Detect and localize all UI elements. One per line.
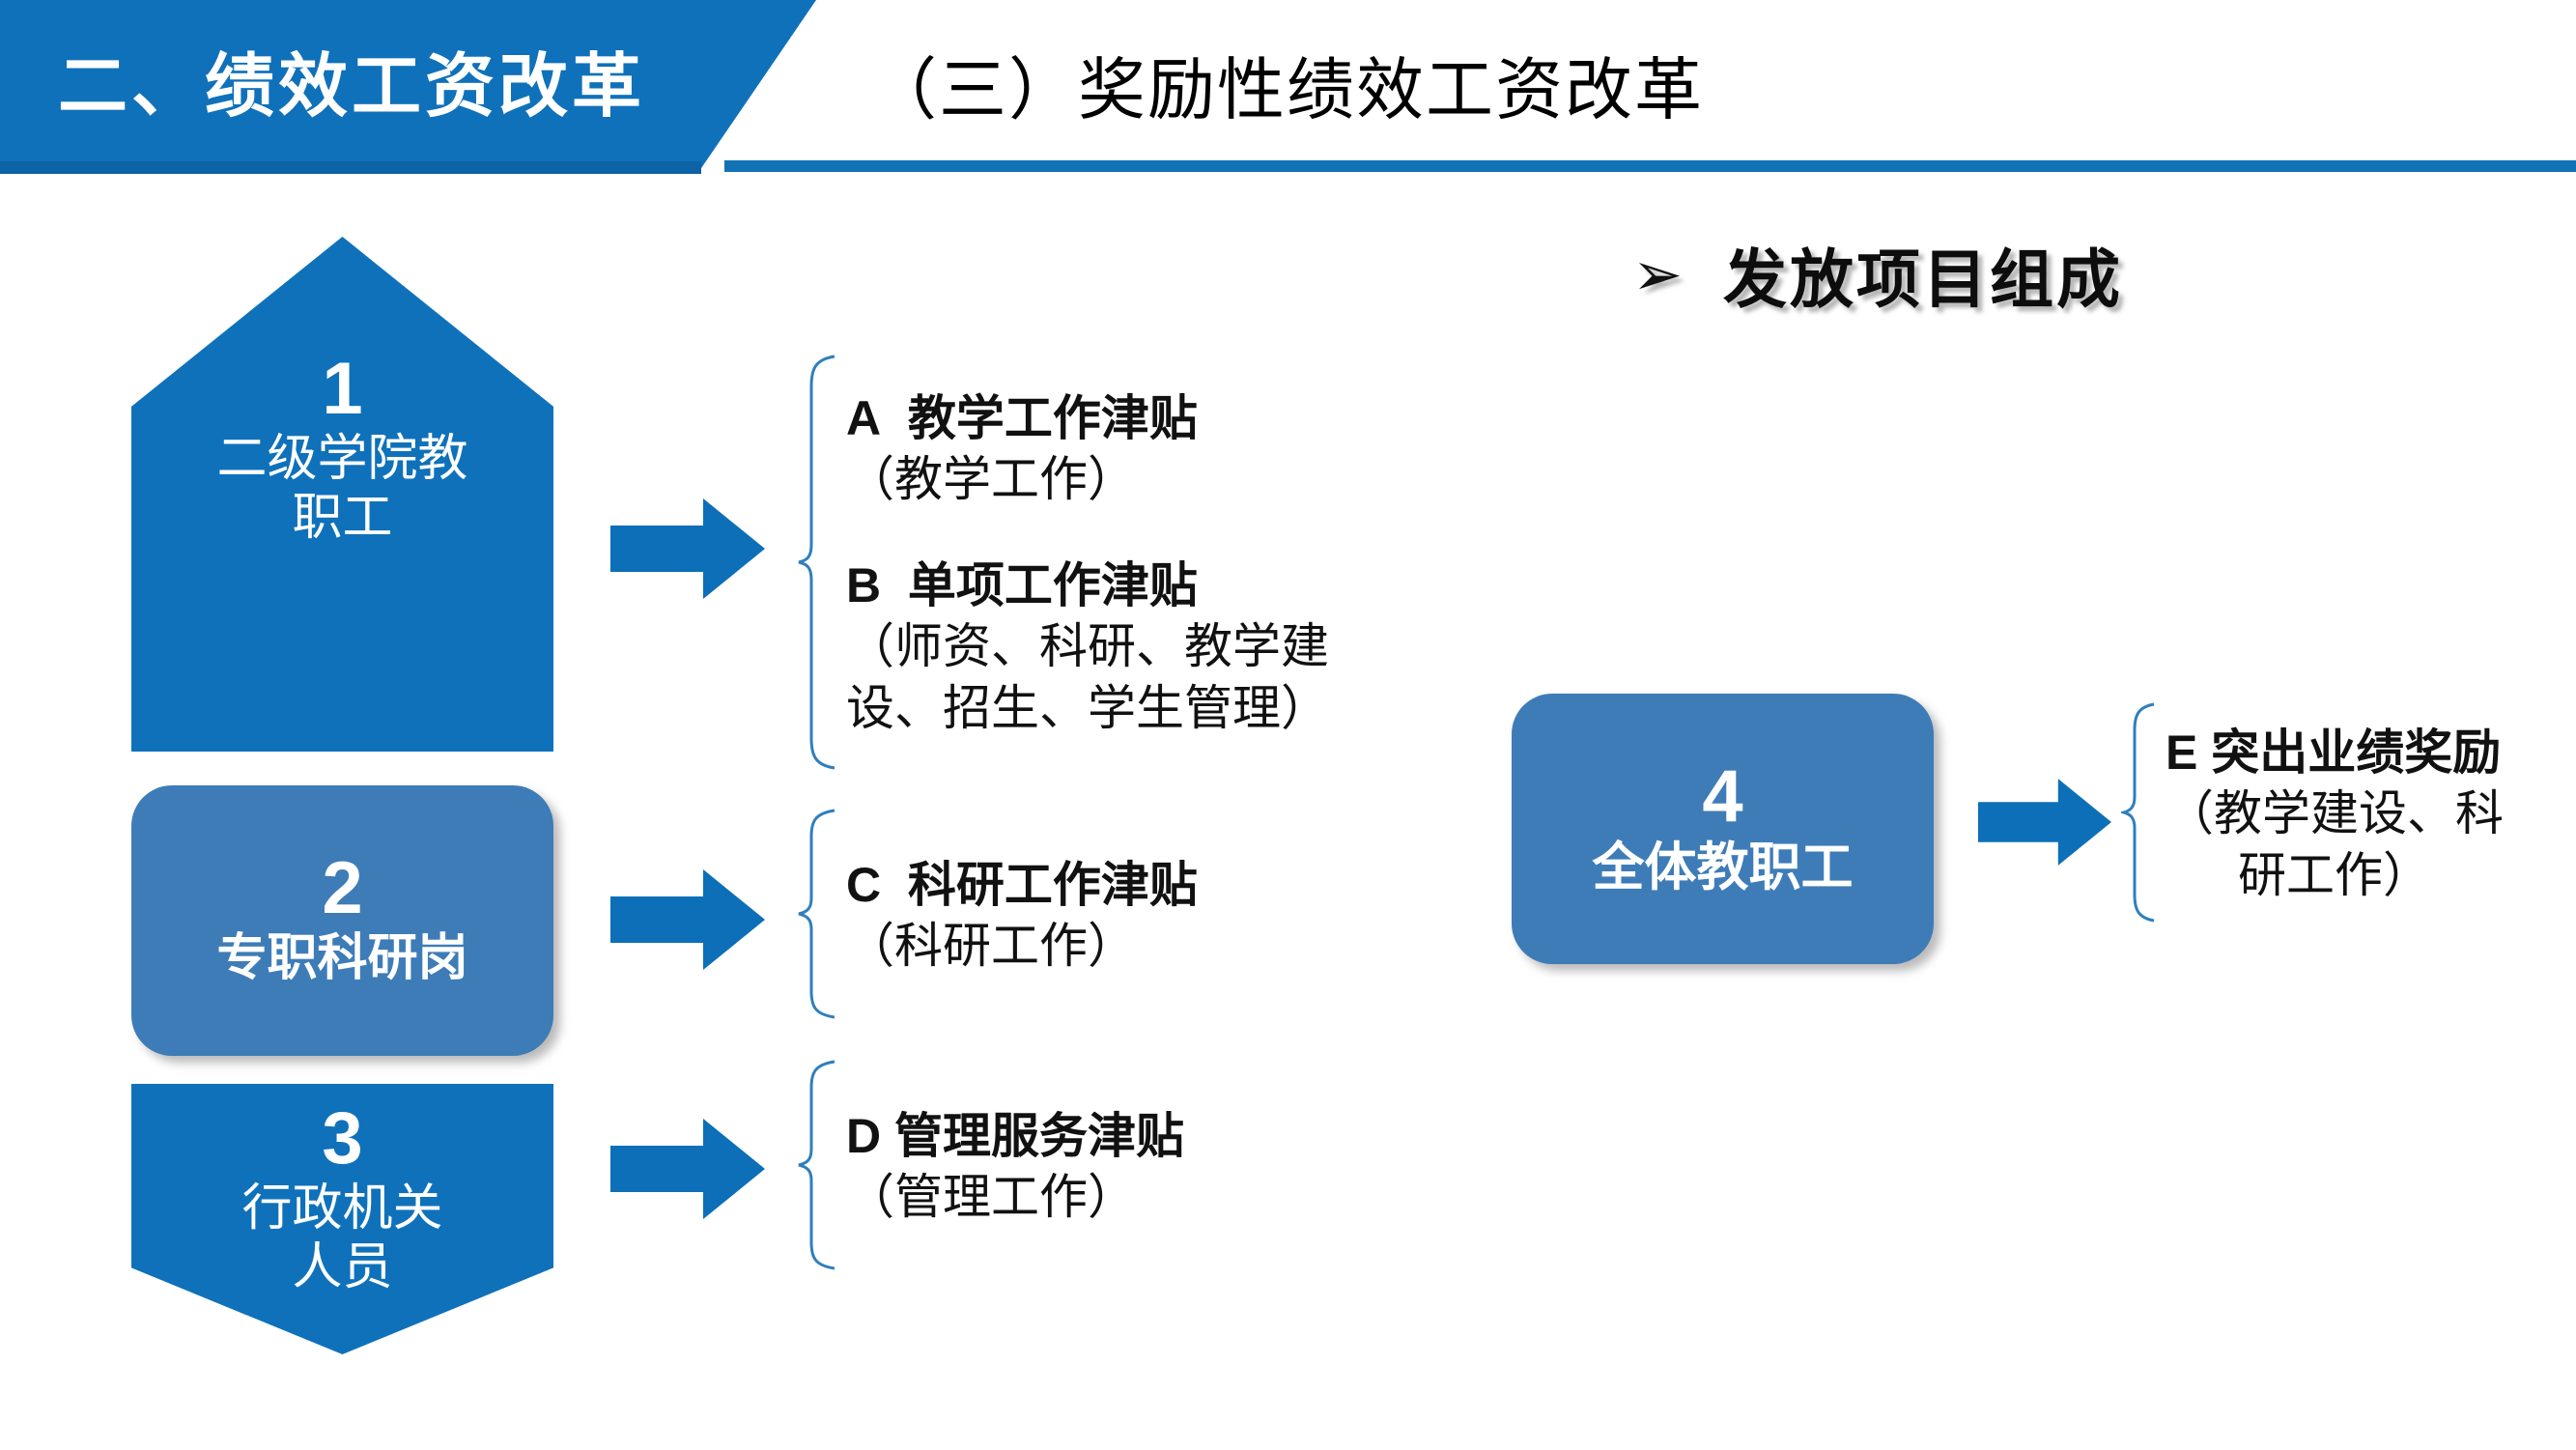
item-A-sub-line-1: （教学工作） <box>846 452 1136 506</box>
group-caption-3: 行政机关 人员 <box>241 1180 443 1295</box>
item-A: A 教学工作津贴 （教学工作） <box>846 389 1329 510</box>
item-A-title: A 教学工作津贴 <box>846 389 1329 448</box>
item-D-title: D 管理服务津贴 <box>846 1107 1184 1166</box>
group-shape-1[interactable]: 1 二级学院教 职工 <box>131 237 553 752</box>
item-B-code: B <box>846 558 882 612</box>
item-C: C 科研工作津贴 （科研工作） <box>846 856 1198 977</box>
item-E-title: E 突出业绩奖励 <box>2166 724 2504 782</box>
curly-brace-icon-3 <box>796 1059 836 1276</box>
group-number-4: 4 <box>1702 754 1743 838</box>
items-group-4: E 突出业绩奖励 （教学建设、科 研工作） <box>2118 701 2504 928</box>
items-list-2: C 科研工作津贴 （科研工作） <box>846 856 1198 977</box>
item-E-sub-line-1: （教学建设、科 <box>2166 785 2504 840</box>
item-C-code: C <box>846 857 882 912</box>
group-caption-4: 全体教职工 <box>1592 838 1854 896</box>
item-D-sub-line-1: （管理工作） <box>846 1169 1136 1224</box>
header-underline-left <box>0 161 701 174</box>
page-title: （三）奖励性绩效工资改革 <box>869 51 1704 128</box>
item-C-title: C 科研工作津贴 <box>846 856 1198 915</box>
right-arrow-icon-2 <box>610 869 765 970</box>
item-D-name: 管理服务津贴 <box>894 1108 1185 1163</box>
item-B-title: B 单项工作津贴 <box>846 556 1329 615</box>
curly-brace-icon-4 <box>2118 701 2156 928</box>
item-A-name: 教学工作津贴 <box>907 391 1198 445</box>
section-heading-label: 发放项目组成 <box>1722 243 2123 315</box>
header-parallelogram <box>0 0 816 174</box>
right-arrow-icon-1 <box>610 498 765 599</box>
header-underline-right <box>724 160 2576 172</box>
item-D-code: D <box>846 1108 882 1163</box>
items-group-2: C 科研工作津贴 （科研工作） <box>796 808 1198 1025</box>
item-E: E 突出业绩奖励 （教学建设、科 研工作） <box>2166 724 2504 906</box>
group-caption-1: 二级学院教 职工 <box>216 431 468 547</box>
item-C-name: 科研工作津贴 <box>907 857 1198 912</box>
item-B-name: 单项工作津贴 <box>907 558 1198 612</box>
group-number-2: 2 <box>322 847 363 930</box>
group-shape-3[interactable]: 3 行政机关 人员 <box>131 1084 553 1354</box>
chevron-right-bullet-icon: ➢ <box>1632 239 1683 309</box>
header-tab-label: 二、绩效工资改革 <box>58 47 646 126</box>
item-B: B 单项工作津贴 （师资、科研、教学建 设、招生、学生管理） <box>846 556 1329 739</box>
group-number-3: 3 <box>322 1096 363 1180</box>
item-D: D 管理服务津贴 （管理工作） <box>846 1107 1184 1228</box>
group-caption-2: 专职科研岗 <box>216 930 468 987</box>
item-B-sub-line-2: 设、招生、学生管理） <box>846 681 1329 735</box>
right-arrow-icon-4 <box>1978 779 2111 866</box>
group-shape-4[interactable]: 4 全体教职工 <box>1512 694 1934 964</box>
group-number-1: 1 <box>322 348 363 430</box>
item-E-name: 突出业绩奖励 <box>2211 725 2502 780</box>
items-list-4: E 突出业绩奖励 （教学建设、科 研工作） <box>2166 724 2504 906</box>
curly-brace-icon-1 <box>796 354 836 776</box>
item-E-sub-line-2: 研工作） <box>2238 847 2431 902</box>
right-arrow-icon-3 <box>610 1119 765 1219</box>
items-group-3: D 管理服务津贴 （管理工作） <box>796 1059 1184 1276</box>
curly-brace-icon-2 <box>796 808 836 1025</box>
group-shape-2[interactable]: 2 专职科研岗 <box>131 785 553 1056</box>
items-list-3: D 管理服务津贴 （管理工作） <box>846 1107 1184 1228</box>
item-A-code: A <box>846 391 882 445</box>
item-C-sub-line-1: （科研工作） <box>846 918 1136 973</box>
item-E-code: E <box>2166 725 2198 780</box>
item-B-sub-line-1: （师资、科研、教学建 <box>846 619 1329 673</box>
items-list-1: A 教学工作津贴 （教学工作） B 单项工作津贴 （师资、科研、教学建 设、招生… <box>846 389 1329 739</box>
section-heading: ➢ 发放项目组成 <box>1632 228 2123 321</box>
items-group-1: A 教学工作津贴 （教学工作） B 单项工作津贴 （师资、科研、教学建 设、招生… <box>796 355 1329 773</box>
